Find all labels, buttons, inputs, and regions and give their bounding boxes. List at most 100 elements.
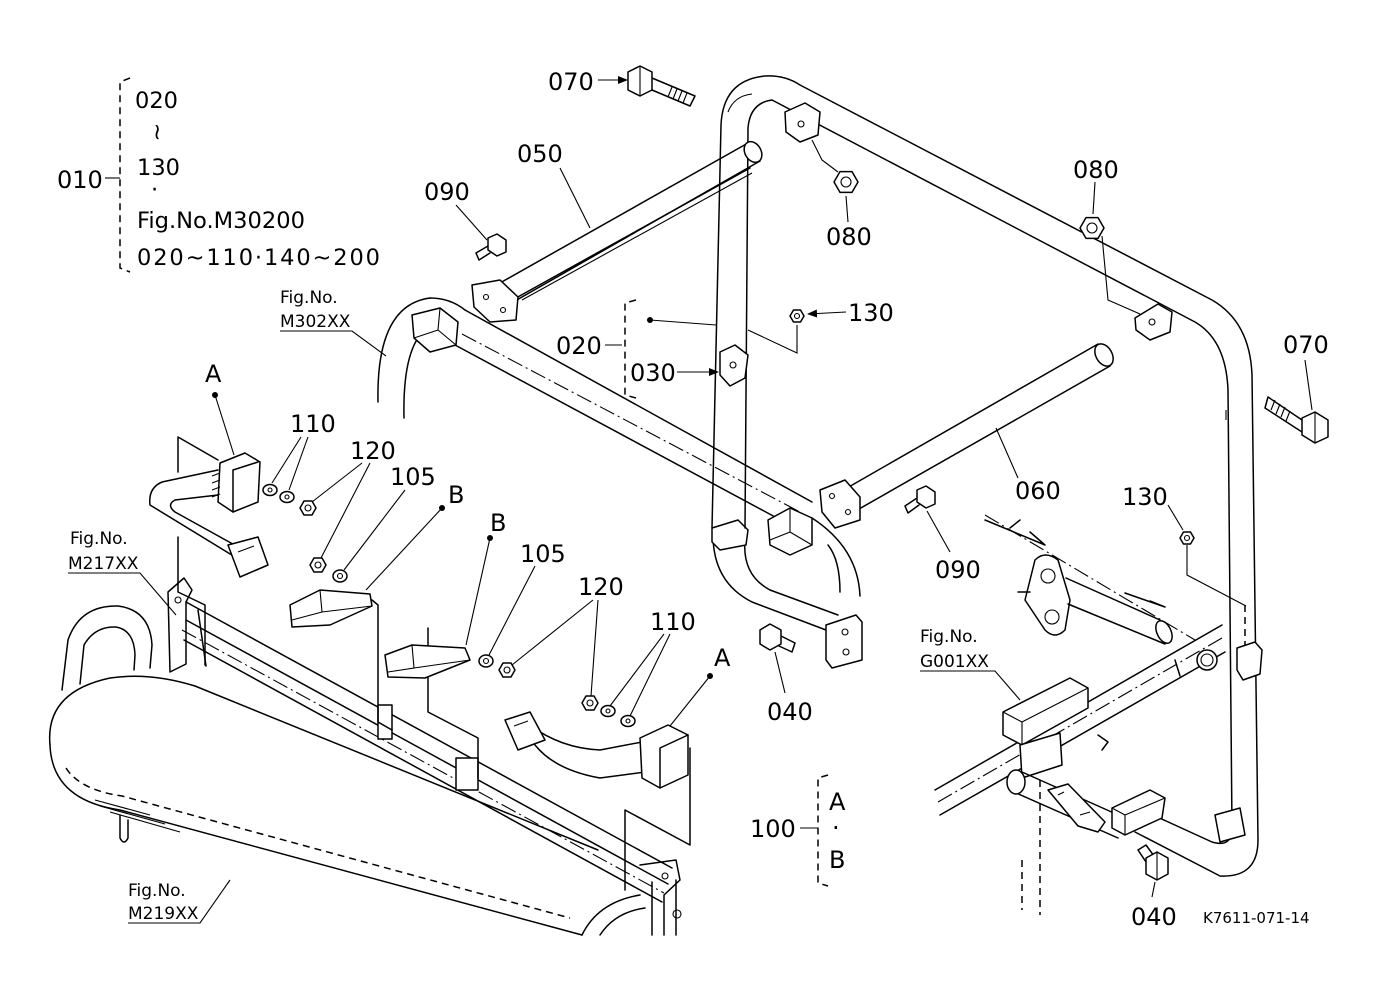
leader-b-left [365, 507, 443, 591]
bolt-040-upper [759, 623, 796, 653]
legend-group-label: 010 [57, 166, 103, 194]
assembly-100-label: 100 [750, 815, 796, 843]
rear-frame-bracket-top [784, 102, 821, 143]
bolt-070-right [1264, 396, 1329, 444]
leader-lines [68, 76, 1313, 924]
leader-090-lower [926, 510, 951, 553]
bolt-090-lower [904, 485, 936, 514]
label-080-right: 080 [1073, 156, 1119, 184]
legend-separator: · [151, 177, 158, 203]
bracket-100 [817, 774, 829, 887]
label-050: 050 [517, 140, 563, 168]
assembly-100-separator: · [832, 814, 840, 842]
label-a-left: A [205, 360, 222, 388]
leader-b-right [465, 537, 491, 646]
label-090-top: 090 [424, 178, 470, 206]
nut-120-r-a [498, 662, 516, 678]
nut-130-center [747, 309, 805, 354]
label-070-top: 070 [548, 68, 594, 96]
label-070-right: 070 [1283, 331, 1329, 359]
label-120-right: 120 [578, 573, 624, 601]
legend-range-symbol: ~ [144, 123, 170, 142]
left-retractor [217, 452, 261, 513]
label-040-lower: 040 [1131, 903, 1177, 931]
figure-references: Fig.No. M302XX Fig.No. M217XX Fig.No. G0… [68, 288, 989, 924]
label-105-right: 105 [520, 540, 566, 568]
leader-080-right [1092, 181, 1096, 215]
bolt-070-top [627, 65, 696, 107]
crossbar-050 [471, 140, 763, 323]
legend-fig-ref: Fig.No.M30200 [137, 208, 305, 234]
right-belt-tongue [504, 711, 546, 751]
label-030: 030 [630, 359, 676, 387]
leader-a-left [214, 394, 235, 456]
rear-rops-frame [711, 75, 1263, 877]
fig-ref-m302xx-caption: Fig.No. [280, 288, 338, 308]
label-105-left: 105 [390, 463, 436, 491]
assembly-100-item-a: A [829, 788, 846, 816]
label-060: 060 [1015, 477, 1061, 505]
right-seat-belt [504, 711, 691, 891]
fig-ref-m217xx-caption: Fig.No. [70, 529, 128, 549]
fig-ref-m219xx-number: M219XX [128, 904, 199, 924]
front-frame [377, 297, 863, 669]
lower-right-frame [934, 514, 1226, 915]
drawing-id: K7611-071-14 [1203, 909, 1310, 927]
leader-020 [649, 319, 717, 326]
nut-080-top [811, 139, 859, 194]
nut-130-right [1179, 531, 1247, 607]
washer-110-r-b [620, 714, 636, 728]
label-040-upper: 040 [767, 698, 813, 726]
label-090-lower: 090 [935, 556, 981, 584]
callout-labels: 070 050 090 080 080 070 060 090 130 130 … [205, 68, 1329, 931]
bracket-020 [624, 299, 637, 399]
seat-frame [167, 577, 682, 936]
leader-m219xx [128, 879, 231, 924]
legend-range-start: 020 [135, 88, 178, 114]
label-110-left: 110 [290, 410, 336, 438]
mount-bracket-040 [825, 614, 863, 669]
assembly-100-item-b: B [829, 846, 845, 874]
nut-120-r-b [581, 695, 599, 711]
nut-120-b [309, 557, 327, 573]
bolt-090-top [475, 233, 507, 261]
washer-110-r-a [600, 704, 616, 718]
washer-105-r [478, 654, 494, 668]
label-130-right: 130 [1122, 483, 1168, 511]
right-belt-hardware [478, 654, 636, 728]
leader-050 [559, 167, 591, 229]
clip-030 [719, 344, 749, 387]
right-retractor [639, 724, 689, 789]
crossbar-060 [819, 343, 1114, 529]
label-b-left: B [448, 481, 464, 509]
leader-040-lower [1151, 881, 1156, 898]
label-080-top: 080 [826, 223, 872, 251]
washer-105 [332, 569, 348, 583]
lower-support-bracket [711, 519, 749, 551]
washer-110-a [262, 483, 278, 497]
legend-bracket [119, 77, 131, 273]
fig-ref-g001xx-number: G001XX [920, 652, 989, 672]
fig-ref-m217xx-number: M217XX [68, 554, 139, 574]
leader-040-upper [774, 651, 786, 694]
left-belt-hardware [262, 483, 348, 583]
buckle-left [289, 589, 393, 731]
label-130-center: 130 [848, 299, 894, 327]
nut-120-a [299, 500, 317, 516]
legend-range-end: 130 [137, 155, 180, 181]
fig-ref-g001xx-caption: Fig.No. [920, 627, 978, 647]
buckle-right [384, 627, 479, 779]
legend-fig-range: 020~110·140~200 [137, 245, 380, 271]
seat-cushion [48, 605, 646, 936]
rear-frame-bracket-right [1134, 303, 1173, 341]
fig-ref-m219xx-caption: Fig.No. [128, 881, 186, 901]
left-seat-belt [149, 436, 269, 666]
bolt-040-lower [1137, 844, 1169, 881]
leader-090-top [455, 204, 488, 241]
label-b-right: B [490, 509, 506, 537]
leader-070-right [1304, 359, 1313, 411]
leader-130-right [1167, 504, 1184, 531]
leader-a-right [669, 675, 711, 727]
parts-legend: 010 020 ~ 130 · Fig.No.M30200 020~110·14… [57, 77, 380, 273]
assembly-100: 100 A · B [750, 788, 846, 874]
